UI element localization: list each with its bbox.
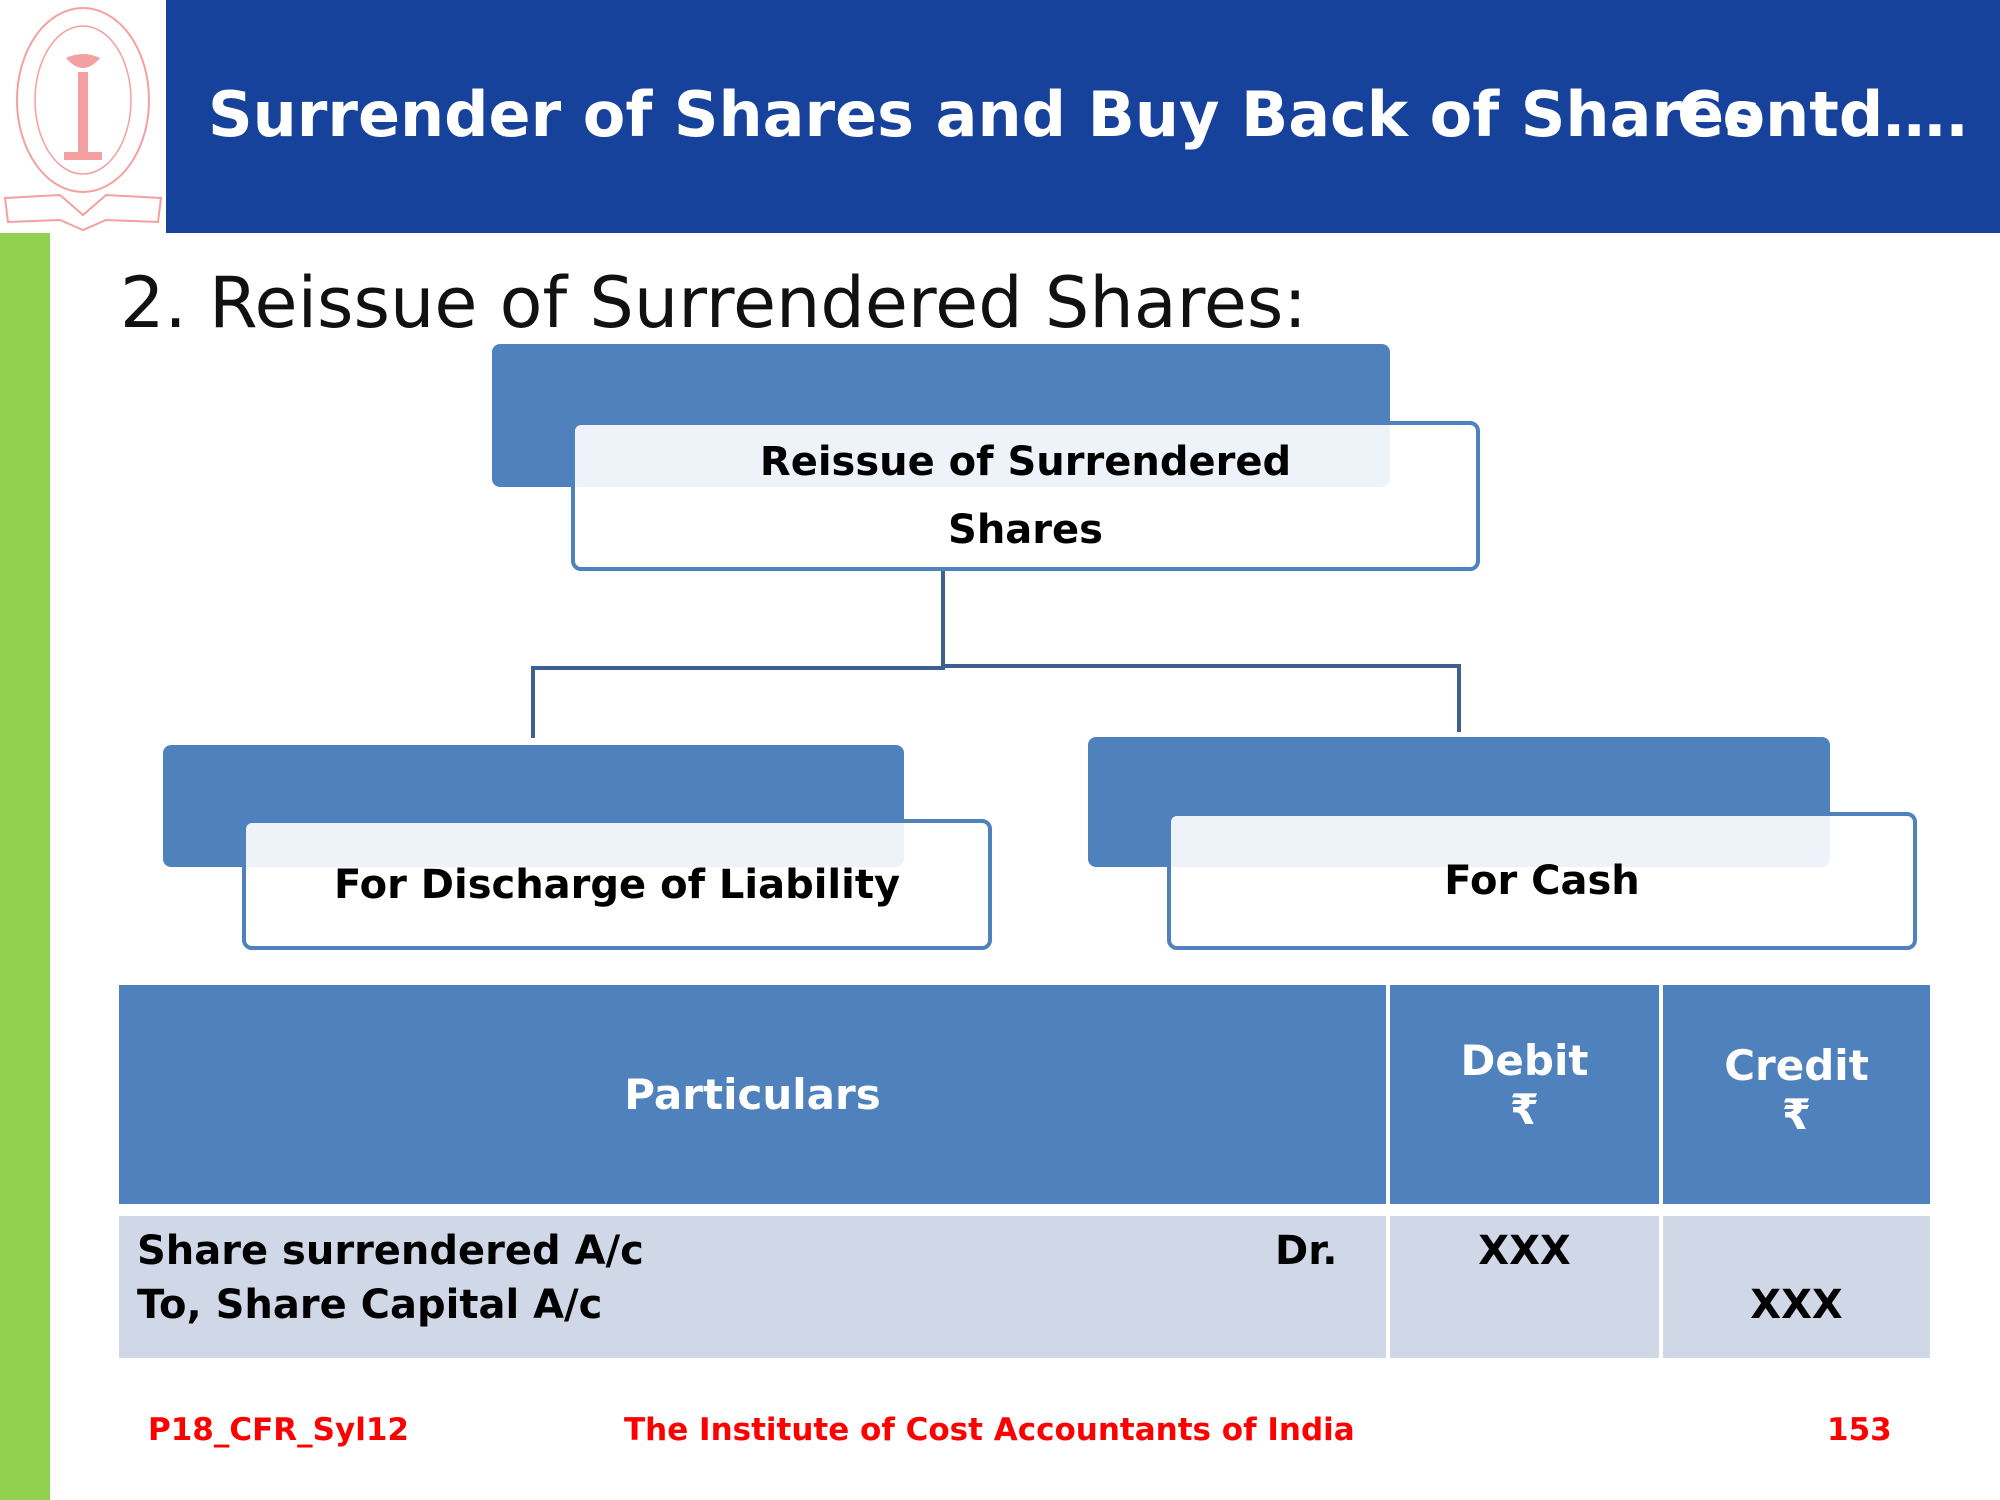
connector <box>941 664 1461 668</box>
row-particulars: Share surrendered A/c <box>137 1228 644 1274</box>
section-heading: 2. Reissue of Surrendered Shares: <box>120 262 1307 344</box>
slide-title: Surrender of Shares and Buy Back of Shar… <box>208 78 1761 151</box>
row-dr: Dr. <box>1275 1228 1338 1274</box>
rupee-symbol: ₹ <box>1509 1084 1540 1134</box>
header-particulars: Particulars <box>119 985 1386 1204</box>
header-credit: Credit₹ <box>1663 985 1930 1204</box>
connector <box>531 666 535 738</box>
header-label: Credit <box>1724 1040 1869 1090</box>
root-node-label: Shares <box>948 507 1103 553</box>
credit-value: XXX <box>1750 1282 1843 1328</box>
institute-logo <box>0 0 166 233</box>
child-node-discharge: For Discharge of Liability <box>242 819 992 950</box>
connector <box>1457 664 1461 732</box>
table-row-particulars: Share surrendered A/c Dr. To, Share Capi… <box>119 1216 1386 1358</box>
header-bar <box>166 0 2000 233</box>
header-label: Particulars <box>624 1070 881 1119</box>
debit-value: XXX <box>1478 1228 1571 1274</box>
contd-label: Contd…. <box>1677 78 1969 151</box>
table-row-debit: XXX <box>1390 1216 1659 1358</box>
rupee-symbol: ₹ <box>1781 1089 1812 1139</box>
connector <box>531 666 945 670</box>
root-node-label: Reissue of Surrendered <box>759 439 1292 485</box>
footer-code: P18_CFR_Syl12 <box>148 1412 409 1448</box>
accent-bar <box>0 233 50 1500</box>
table-row-credit: XXX <box>1663 1216 1930 1358</box>
row-particulars: To, Share Capital A/c <box>137 1282 603 1328</box>
root-node: Reissue of Surrendered Shares <box>571 421 1480 571</box>
child-node-cash: For Cash <box>1167 812 1917 950</box>
page-number: 153 <box>1827 1412 1892 1448</box>
footer-institute: The Institute of Cost Accountants of Ind… <box>624 1412 1355 1448</box>
connector <box>941 571 945 670</box>
child-node-label: For Discharge of Liability <box>333 861 901 908</box>
child-node-label: For Cash <box>1444 858 1640 904</box>
header-label: Debit <box>1460 1035 1589 1085</box>
header-debit: Debit₹ <box>1390 985 1659 1204</box>
